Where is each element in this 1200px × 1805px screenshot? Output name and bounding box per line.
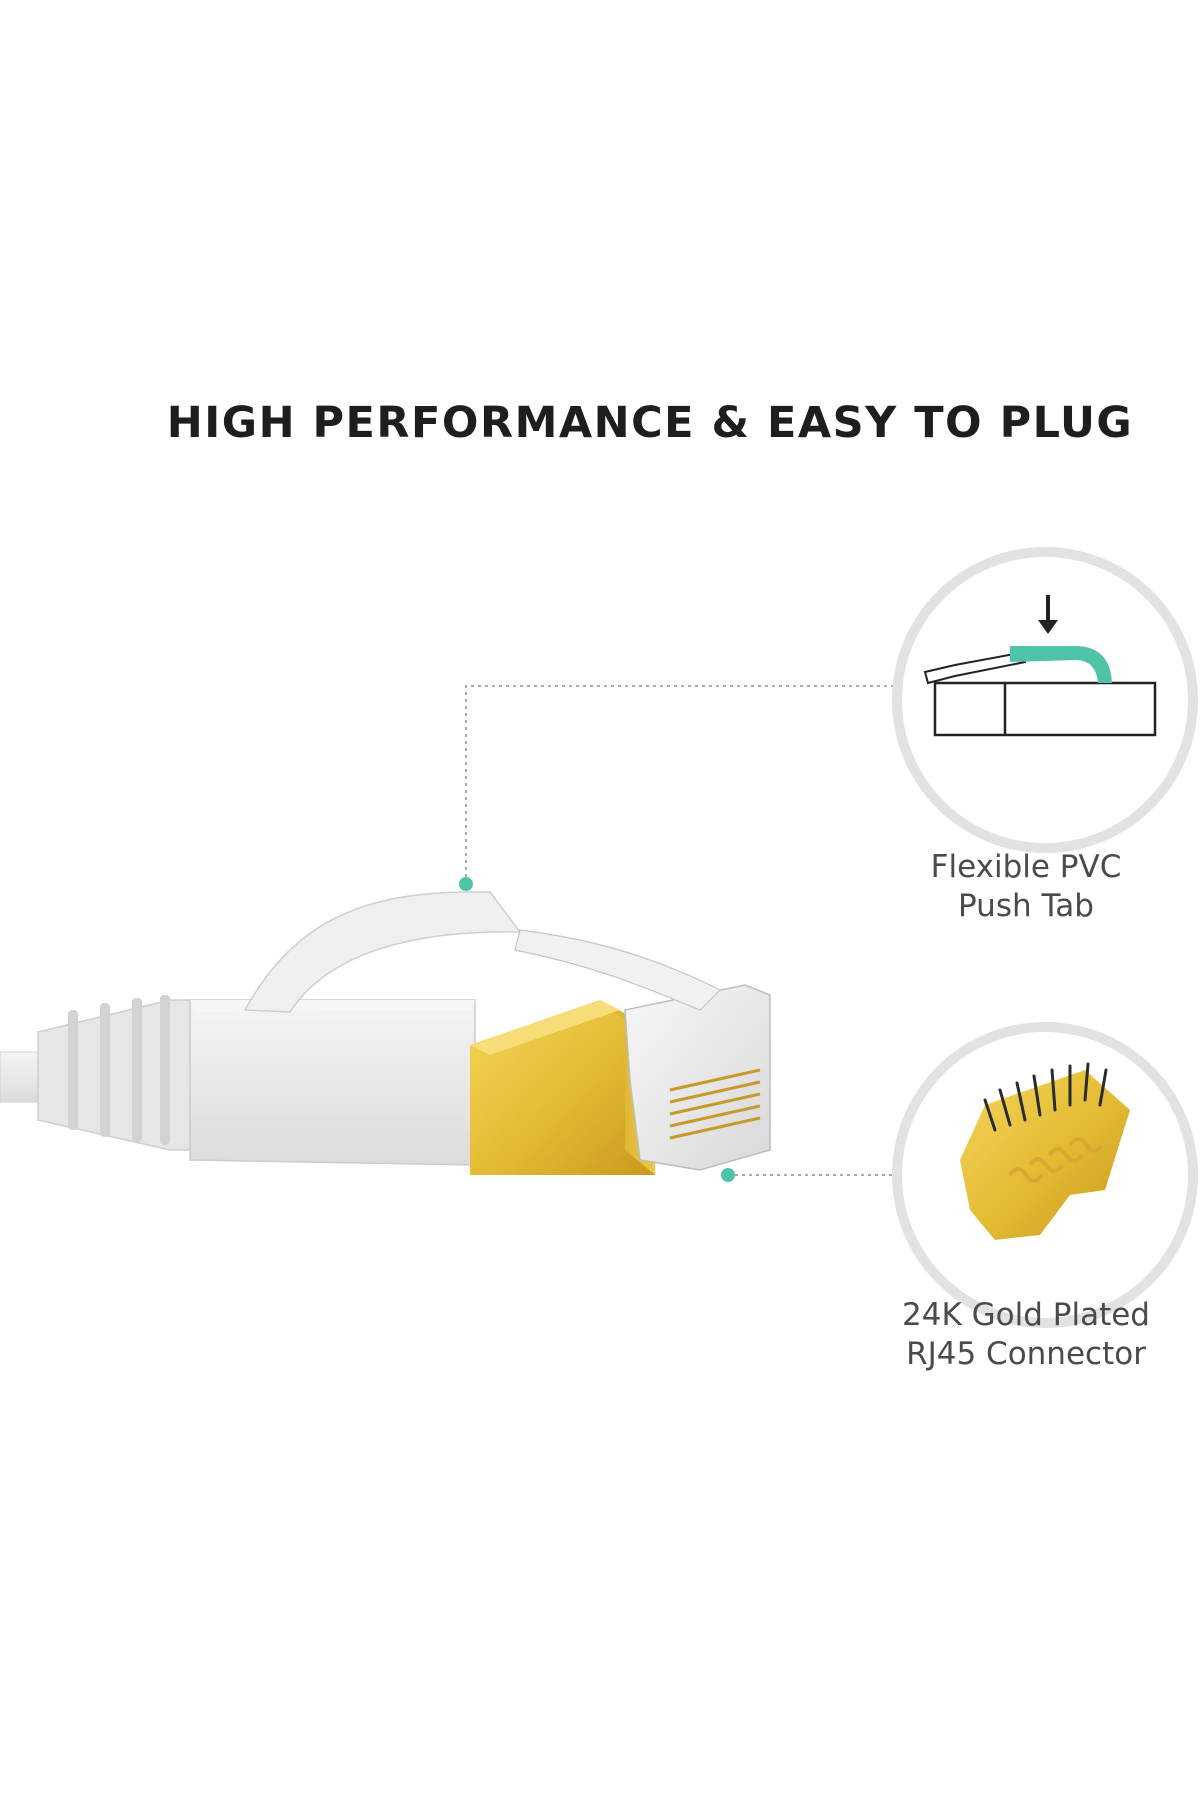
gold-contacts-icon xyxy=(892,1022,1198,1328)
feature-caption-line: RJ45 Connector xyxy=(906,1336,1146,1372)
ethernet-cable xyxy=(0,891,522,1166)
feature-caption-line: 24K Gold Plated xyxy=(902,1297,1150,1333)
push-tab-diagram-icon xyxy=(892,547,1198,853)
feature-caption-line: Flexible PVC xyxy=(930,849,1122,885)
callout-dot-push-tab xyxy=(459,877,473,891)
page-title: HIGH PERFORMANCE & EASY TO PLUG xyxy=(166,398,1134,448)
callout-lines xyxy=(465,685,895,1176)
push-tab xyxy=(243,891,522,1013)
callout-dot-connector xyxy=(721,1168,735,1182)
feature-caption-push-tab: Flexible PVC Push Tab xyxy=(896,848,1156,926)
feature-caption-connector: 24K Gold Plated RJ45 Connector xyxy=(896,1296,1156,1374)
feature-caption-line: Push Tab xyxy=(958,888,1094,924)
callout-line-push-tab xyxy=(465,685,895,884)
gold-plated-connector xyxy=(470,929,771,1175)
